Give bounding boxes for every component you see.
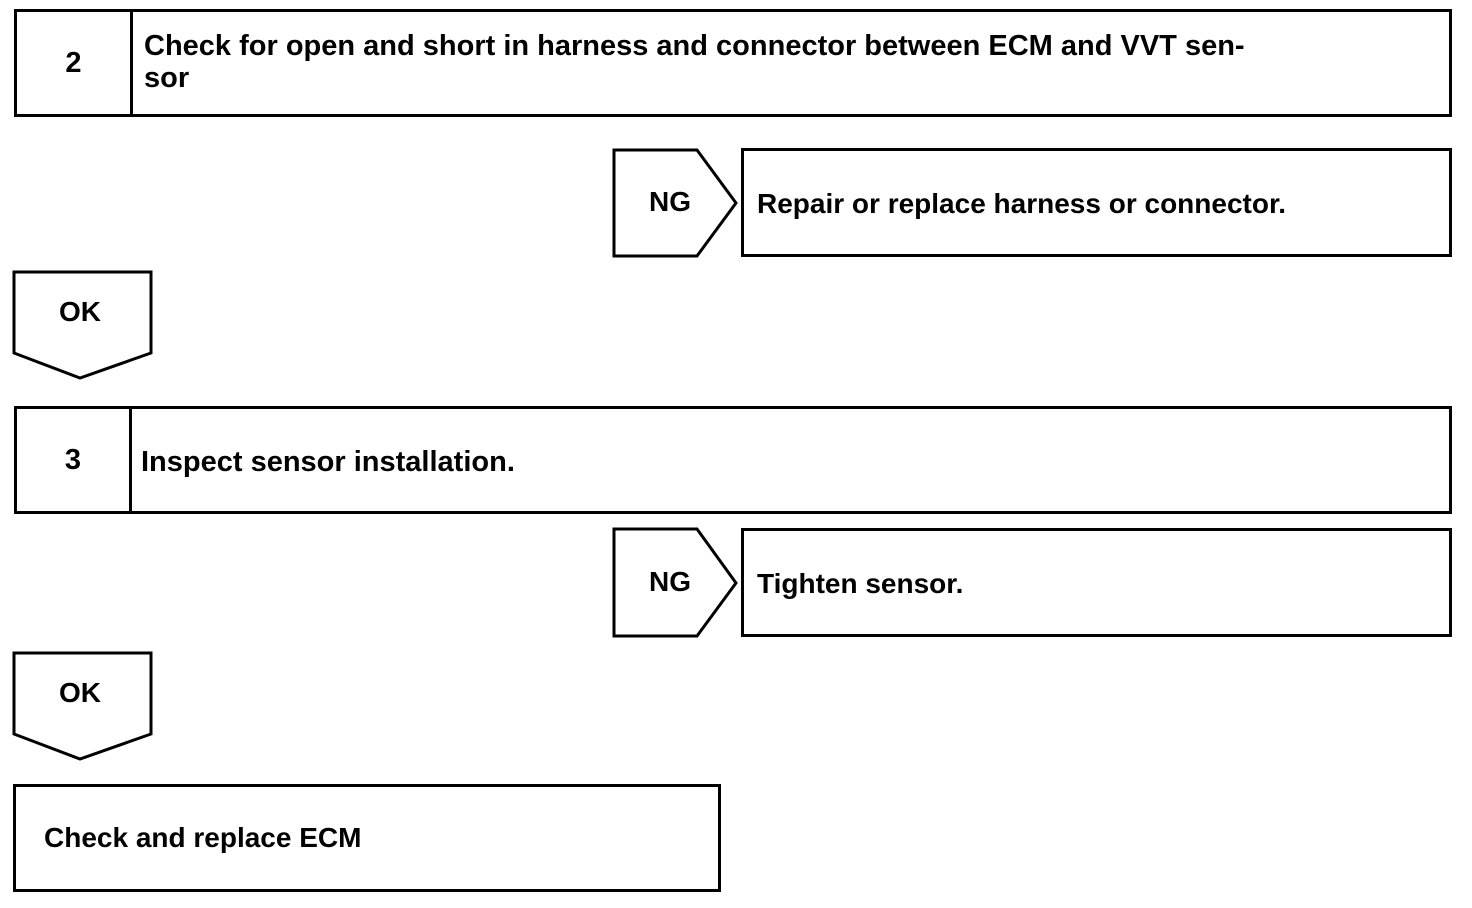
final-action-text: Check and replace ECM bbox=[44, 822, 362, 853]
step-3-text: Inspect sensor installation. bbox=[141, 446, 515, 478]
step-2-text-line2: sor bbox=[144, 62, 190, 94]
step-3-number: 3 bbox=[17, 409, 132, 511]
step-2-number: 2 bbox=[17, 12, 133, 114]
ng-action-box-1: Repair or replace harness or connector. bbox=[741, 148, 1452, 257]
ok-label-2: OK bbox=[59, 677, 101, 708]
final-action-box: Check and replace ECM bbox=[13, 784, 721, 892]
ng-action-text-2: Tighten sensor. bbox=[757, 568, 964, 599]
step-2-text-line1: Check for open and short in harness and … bbox=[144, 30, 1245, 62]
ok-arrow-2 bbox=[12, 651, 153, 761]
ng-action-box-2: Tighten sensor. bbox=[741, 528, 1452, 637]
ok-arrow-1 bbox=[12, 270, 153, 380]
step-2-box: 2 Check for open and short in harness an… bbox=[14, 9, 1452, 117]
ng-label-2: NG bbox=[649, 566, 691, 597]
ng-label-1: NG bbox=[649, 186, 691, 217]
ok-label-1: OK bbox=[59, 296, 101, 327]
step-3-box: 3 Inspect sensor installation. bbox=[14, 406, 1452, 514]
ng-action-text-1: Repair or replace harness or connector. bbox=[757, 188, 1287, 219]
ng-arrow-2 bbox=[612, 527, 738, 638]
ng-arrow-1 bbox=[612, 148, 738, 258]
